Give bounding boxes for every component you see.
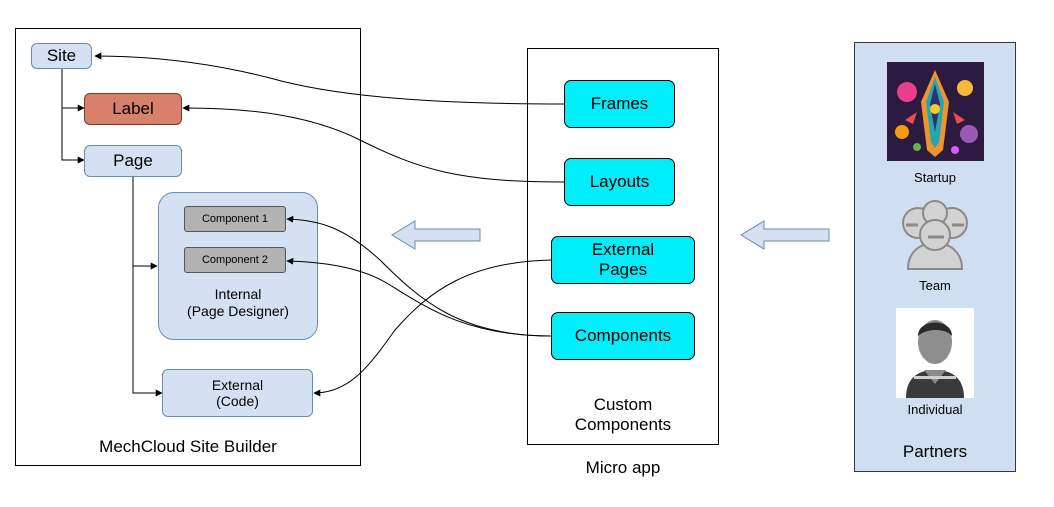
individual-label: Individual xyxy=(907,402,963,417)
tree-line-site-label xyxy=(61,69,85,112)
custom-line1: Custom xyxy=(593,395,653,414)
page-node: Page xyxy=(84,145,182,177)
site-node: Site xyxy=(31,43,92,69)
layouts-node: Layouts xyxy=(564,158,675,206)
label-node: Label xyxy=(84,93,182,125)
external-pages-line2: Pages xyxy=(598,260,648,279)
internal-line1: Internal xyxy=(214,286,262,302)
partners-title: Partners xyxy=(902,442,968,461)
site-builder-title: MechCloud Site Builder xyxy=(99,437,277,456)
left-arrow-icon xyxy=(740,220,830,250)
wire-frames-site xyxy=(94,52,565,105)
tree-line-page-internal xyxy=(132,176,158,270)
startup-art-icon xyxy=(887,62,984,161)
custom-line2: Components xyxy=(574,415,672,435)
individual-avatar-icon xyxy=(896,308,974,398)
tree-line-page-external xyxy=(132,266,163,397)
custom-components-label: Custom Components xyxy=(527,395,719,436)
micro-app-caption: Micro app xyxy=(585,458,661,477)
wire-external-pages-external xyxy=(313,259,552,397)
external-line1: External xyxy=(211,376,264,393)
external-pages-node: External Pages xyxy=(551,236,695,284)
wire-components-comp1 xyxy=(286,215,552,337)
external-code-node: External (Code) xyxy=(162,369,313,417)
team-icon xyxy=(902,200,968,270)
team-label: Team xyxy=(919,278,951,293)
wire-layouts-label xyxy=(182,104,565,183)
tree-line-site-page xyxy=(61,108,85,164)
component-2-node: Component 2 xyxy=(184,247,286,273)
components-node: Components xyxy=(551,312,695,360)
left-arrow-icon xyxy=(391,220,481,250)
wire-components-comp2 xyxy=(286,257,552,337)
frames-node: Frames xyxy=(564,80,675,128)
component-1-node: Component 1 xyxy=(184,206,286,232)
internal-line2: (Page Designer) xyxy=(187,302,289,319)
internal-label: Internal (Page Designer) xyxy=(158,286,318,320)
external-line2: (Code) xyxy=(216,393,259,409)
external-pages-line1: External xyxy=(591,240,655,260)
startup-label: Startup xyxy=(914,170,956,185)
